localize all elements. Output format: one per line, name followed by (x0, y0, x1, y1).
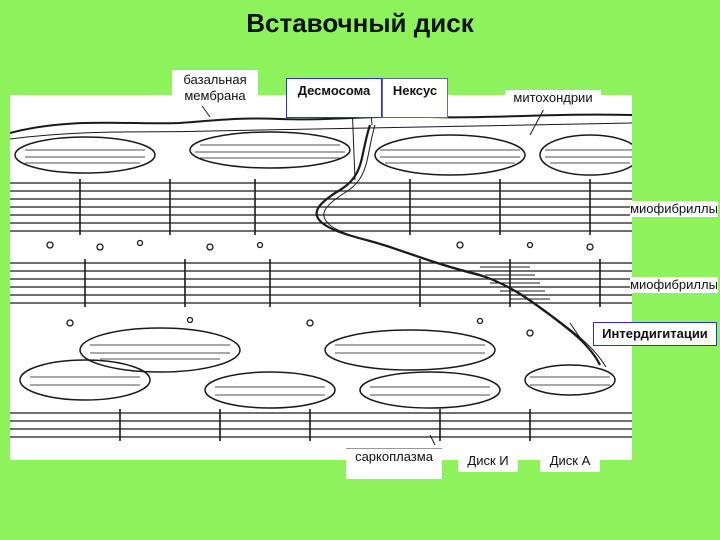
intercalated-disc-line (315, 124, 601, 366)
disk-a-label: Диск А (540, 450, 600, 472)
slide-title: Вставочный диск (246, 8, 474, 38)
desmosome-plaque (308, 182, 550, 300)
myofibrils-bottom (10, 412, 632, 438)
basal-membrane-line (10, 113, 632, 134)
mitochondria-label: митохондрии (505, 90, 601, 110)
basal-membrane-label-line2: мембрана (184, 88, 246, 103)
label-leader-lines (199, 102, 586, 446)
myofibrils-label-2: миофибриллы (630, 277, 718, 293)
sarcoplasm-granules (46, 239, 594, 337)
basal-membrane-label: базальная мембрана (172, 70, 258, 106)
disk-i-label: Диск И (458, 450, 518, 472)
myofibrils-label-1: миофибриллы (630, 201, 718, 217)
desmosome-label: Десмосома (286, 78, 382, 118)
sarcomere-bands (79, 179, 601, 441)
mitochondria-lower (19, 327, 616, 409)
mitochondria-top (14, 131, 632, 176)
intercalated-disc-illustration (10, 95, 632, 460)
basal-membrane-label-line1: базальная (183, 72, 247, 87)
cardiomyocyte-drawing (10, 102, 632, 446)
interdigitations-label: Интердигитации (593, 322, 717, 346)
sarcoplasm-label: саркоплазма (346, 448, 442, 479)
nexus-label: Нексус (382, 78, 448, 118)
myofibrils-lower (10, 262, 632, 304)
